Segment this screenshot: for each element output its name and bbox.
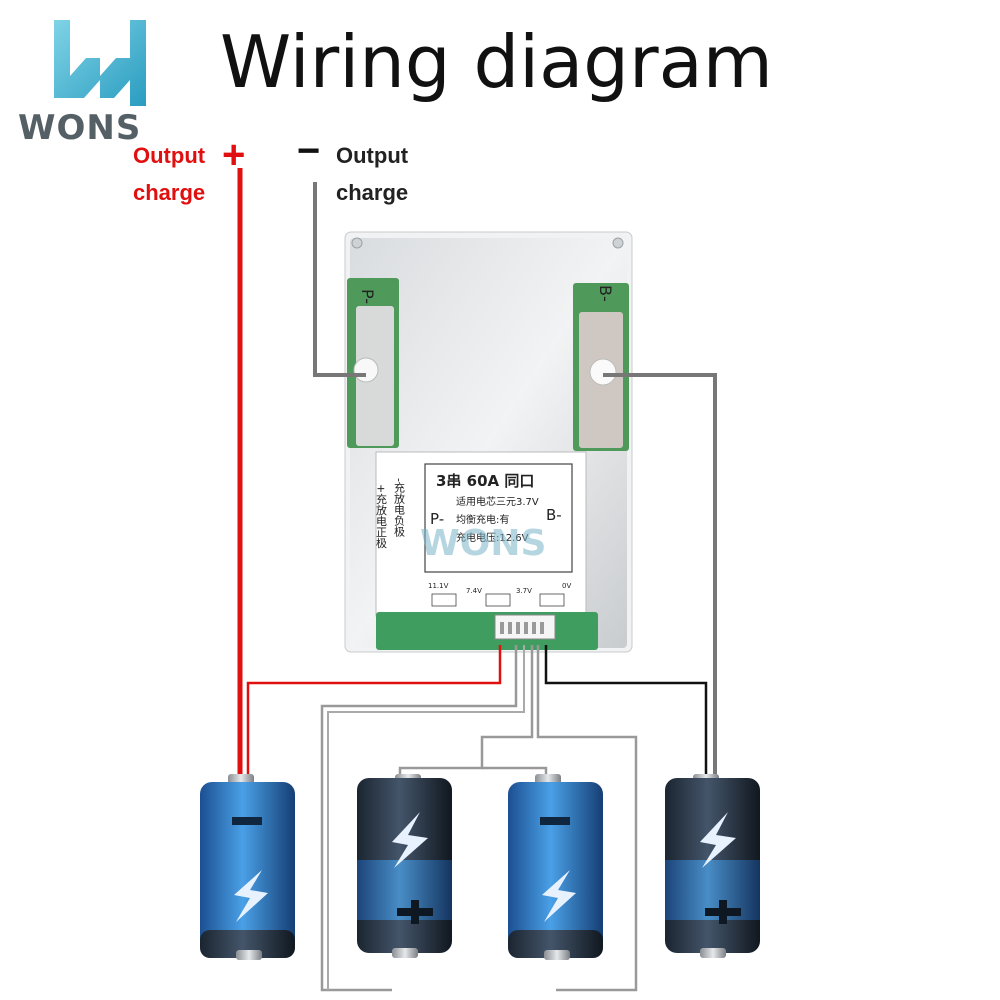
battery-4 xyxy=(665,774,760,953)
pad-right-label: B- xyxy=(596,285,615,302)
spec-line2: 均衡充电:有 xyxy=(456,513,509,526)
positive-output-label-line2: charge xyxy=(133,180,206,205)
spec-b-label: B- xyxy=(546,506,562,524)
side-label-right: -充放电负极 xyxy=(393,478,406,538)
minus-terminal-icon xyxy=(540,817,570,825)
minus-sign-icon: − xyxy=(297,129,321,173)
voltage-label-2: 3.7V xyxy=(516,587,532,595)
logo-wordmark: WONS xyxy=(18,108,142,148)
balance-wire-red xyxy=(246,645,502,780)
board-watermark: WONS xyxy=(420,523,546,564)
bolt-icon xyxy=(700,812,736,868)
negative-output-wire xyxy=(313,182,366,377)
voltage-label-0: 11.1V xyxy=(428,582,449,590)
balance-wire-grey-1 xyxy=(320,645,518,992)
battery-2 xyxy=(357,774,452,953)
balance-wire-grey-4 xyxy=(536,645,638,992)
pad-left-label: P- xyxy=(358,289,377,304)
negative-output-label-line1: Output xyxy=(336,143,409,168)
voltage-label-3: 0V xyxy=(562,582,571,590)
plus-terminal-icon xyxy=(705,900,741,924)
voltage-label-1: 7.4V xyxy=(466,587,482,595)
bolt-icon xyxy=(234,870,268,922)
bms-board: P- B- 3串 60A 同口 适用电芯三元3.7V 均衡充电:有 充电电压:1… xyxy=(344,231,633,653)
spec-label xyxy=(375,451,587,617)
spec-line3: 充电电压:12.6V xyxy=(456,531,529,544)
minus-terminal-icon xyxy=(232,817,262,825)
plus-sign-icon: + xyxy=(222,133,246,177)
positive-output-label-line1: Output xyxy=(133,143,206,168)
logo-icon xyxy=(54,20,146,106)
bolt-icon xyxy=(542,870,576,922)
battery-3 xyxy=(508,774,603,958)
negative-output-label-line2: charge xyxy=(336,180,409,205)
spec-line1: 适用电芯三元3.7V xyxy=(456,495,539,508)
page-title: Wiring diagram xyxy=(220,20,773,104)
spec-header: 3串 60A 同口 xyxy=(436,472,534,490)
b-minus-wire xyxy=(603,373,717,780)
battery-1 xyxy=(200,774,295,958)
spec-p-label: P- xyxy=(430,510,444,528)
bolt-icon xyxy=(392,812,428,868)
side-label-left: +充放电正极 xyxy=(375,484,388,549)
balance-wire-black xyxy=(544,645,708,780)
balance-wire-grey-3 xyxy=(398,645,534,780)
balance-wire-grey-2 xyxy=(327,645,525,990)
plus-terminal-icon xyxy=(397,900,433,924)
